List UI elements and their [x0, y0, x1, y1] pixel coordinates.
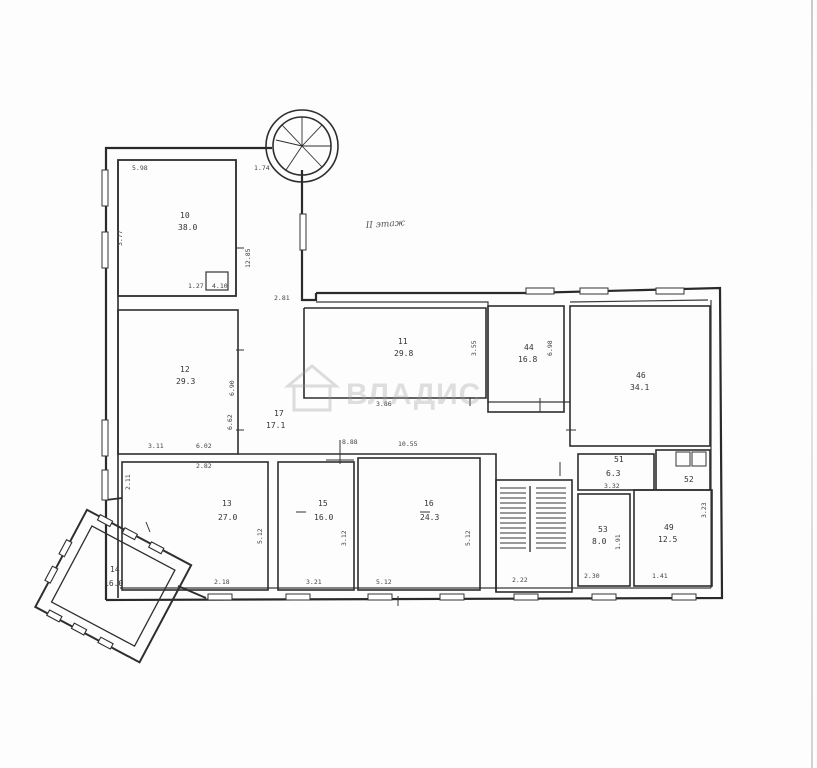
dimension-label: 2.11 [124, 474, 132, 490]
window [101, 419, 109, 457]
room-number-49: 49 [664, 523, 674, 532]
room-area-51: 6.3 [606, 469, 621, 478]
window [101, 169, 109, 207]
window [101, 469, 109, 501]
window [299, 213, 307, 251]
room-number-46: 46 [636, 371, 646, 380]
window [591, 593, 617, 601]
window [655, 287, 685, 295]
dimension-labels: 5.98 3.77 1.74 12.85 2.81 4.10 1.27 6.90 3.11 6.6… [116, 164, 708, 586]
watermark-house-icon [283, 364, 341, 412]
room-area-15: 16.0 [314, 513, 333, 522]
window [101, 231, 109, 269]
dimension-label: 3.21 [306, 578, 322, 586]
room-area-14: 16.0 [104, 579, 123, 588]
room-area-16: 24.3 [420, 513, 439, 522]
room-area-53: 8.0 [592, 537, 607, 546]
room-number-12: 12 [180, 365, 190, 374]
room-area-17: 17.1 [266, 421, 285, 430]
dimension-label: 3.23 [700, 502, 708, 518]
watermark-text: ВЛАДИС [346, 378, 481, 411]
dimension-label: 2.81 [274, 294, 290, 302]
dimension-label: 5.12 [256, 528, 264, 544]
room-number-11: 11 [398, 337, 408, 346]
room-walls [117, 159, 713, 593]
dimension-label: 8.88 [342, 438, 358, 446]
room-number-44: 44 [524, 343, 534, 352]
dimension-label: 10.55 [398, 440, 418, 448]
dimension-label: 4.10 [212, 282, 228, 290]
window [525, 287, 555, 295]
window [671, 593, 697, 601]
spiral-stair [265, 109, 339, 183]
dimension-label: 5.98 [132, 164, 148, 172]
room-area-44: 16.8 [518, 355, 537, 364]
dimension-label: 3.77 [116, 230, 124, 246]
dimension-label: 5.12 [464, 530, 472, 546]
window [285, 593, 311, 601]
dimension-label: 1.91 [614, 534, 622, 550]
window [207, 593, 233, 601]
window-markers [101, 169, 697, 601]
room-area-49: 12.5 [658, 535, 677, 544]
dimension-label: 3.86 [376, 400, 392, 408]
dimension-label: 12.85 [244, 248, 252, 268]
room-area-46: 34.1 [630, 383, 649, 392]
dimension-label: 2.30 [584, 572, 600, 580]
room-number-16: 16 [424, 499, 434, 508]
dimension-label: 1.74 [254, 164, 270, 172]
room-number-53: 53 [598, 525, 608, 534]
room-number-15: 15 [318, 499, 328, 508]
dimension-label: 1.41 [652, 572, 668, 580]
room-number-13: 13 [222, 499, 232, 508]
dimension-label: 3.11 [148, 442, 164, 450]
scan-edge-shadow [811, 0, 813, 768]
dimension-label: 3.32 [604, 482, 620, 490]
dimension-label: 2.18 [214, 578, 230, 586]
dimension-label: 5.12 [376, 578, 392, 586]
window [513, 593, 539, 601]
door-ticks [145, 247, 707, 606]
watermark: ВЛАДИС [283, 364, 481, 412]
window [367, 593, 393, 601]
room-number-52: 52 [684, 475, 694, 484]
straight-stairs [500, 486, 566, 552]
rotated-tower [33, 508, 193, 664]
dimension-label: 6.62 [226, 414, 234, 430]
room-area-11: 29.8 [394, 349, 413, 358]
floor-note: II этаж [365, 218, 407, 231]
dimension-label: 6.02 [196, 442, 212, 450]
window [579, 287, 609, 295]
room-number-17: 17 [274, 409, 284, 418]
room-area-12: 29.3 [176, 377, 195, 386]
dimension-label: 3.55 [470, 340, 478, 356]
dimension-label: 2.82 [196, 462, 212, 470]
window [439, 593, 465, 601]
room-number-51: 51 [614, 455, 624, 464]
room-number-10: 10 [180, 211, 190, 220]
tower-link-walls [105, 497, 207, 599]
wall-thickness-lines [117, 160, 712, 589]
dimension-label: 6.90 [228, 380, 236, 396]
dimension-label: 3.12 [340, 530, 348, 546]
room-area-10: 38.0 [178, 223, 197, 232]
dimension-label: 6.98 [546, 340, 554, 356]
dimension-label: 1.27 [188, 282, 204, 290]
room-number-14: 14 [110, 565, 120, 574]
dimension-label: 2.22 [512, 576, 528, 584]
room-area-13: 27.0 [218, 513, 237, 522]
room-labels: 10 38.0 12 29.3 11 29.8 44 16.8 46 34.1 17 17.1 13 27… [104, 211, 694, 588]
